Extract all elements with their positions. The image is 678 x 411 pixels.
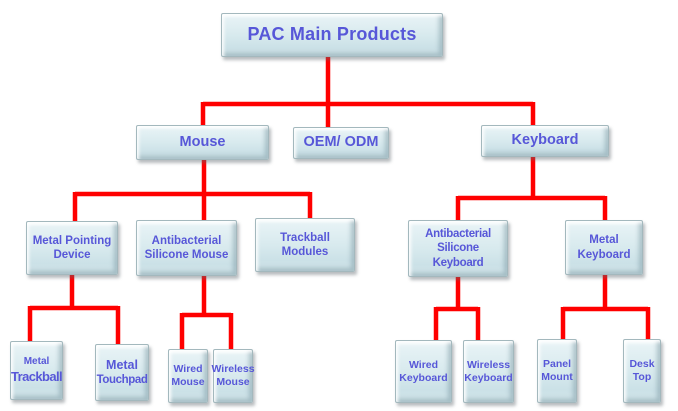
node-label: Wired Keyboard <box>399 358 448 384</box>
node-label: Desk Top <box>629 358 655 383</box>
node-label: Metal Pointing Device <box>32 234 112 261</box>
node-metal-touchpad: Metal Touchpad <box>95 344 149 401</box>
node-label: Antibacterial Silicone Keyboard <box>425 228 491 269</box>
node-label: OEM/ ODM <box>303 134 379 151</box>
node-label: Metal Touchpad <box>96 357 148 387</box>
node-label: Trackball Modules <box>280 231 330 258</box>
node-wireless-keyboard: Wireless Keyboard <box>463 340 514 403</box>
connector-keyboard-children <box>455 157 608 220</box>
node-label: Wireless Mouse <box>211 363 255 388</box>
node-metal-keyboard: Metal Keyboard <box>565 220 643 275</box>
connector-mouse-children <box>72 160 313 221</box>
node-pac-main-products: PAC Main Products <box>221 13 443 57</box>
node-wired-keyboard: Wired Keyboard <box>395 340 452 403</box>
node-panel-mount: Panel Mount <box>537 339 577 403</box>
connector-root-to-level2 <box>200 57 536 127</box>
connector-metal-pointing-device-children <box>27 275 121 344</box>
node-label: Wired Mouse <box>171 363 205 388</box>
node-label: Mouse <box>179 133 226 150</box>
node-label: Metal Keyboard <box>577 234 631 261</box>
node-antibacterial-silicone-mouse: Antibacterial Silicone Mouse <box>136 220 237 276</box>
node-label: Panel Mount <box>541 358 573 383</box>
node-antibacterial-silicone-keyboard: Antibacterial Silicone Keyboard <box>408 220 508 277</box>
node-metal-pointing-device: Metal Pointing Device <box>26 221 118 275</box>
node-trackball-modules: Trackball Modules <box>255 218 355 272</box>
connector-antibacterial-silicone-keyboard-children <box>433 277 481 340</box>
node-wireless-mouse: Wireless Mouse <box>211 349 255 403</box>
node-label: Keyboard <box>511 132 579 149</box>
node-mouse: Mouse <box>136 125 269 160</box>
node-oem-odm: OEM/ ODM <box>293 127 389 159</box>
node-label: PAC Main Products <box>247 24 417 45</box>
node-label: Metal Trackball <box>11 356 63 384</box>
node-label: Antibacterial Silicone Mouse <box>144 234 229 261</box>
node-metal-trackball: Metal Trackball <box>10 341 63 400</box>
connector-antibacterial-silicone-mouse-children <box>179 276 234 349</box>
node-wired-mouse: Wired Mouse <box>168 349 208 403</box>
node-desk-top: Desk Top <box>623 339 661 403</box>
node-keyboard: Keyboard <box>481 125 609 157</box>
connector-metal-keyboard-children <box>560 275 651 339</box>
node-label: Wireless Keyboard <box>464 358 513 384</box>
